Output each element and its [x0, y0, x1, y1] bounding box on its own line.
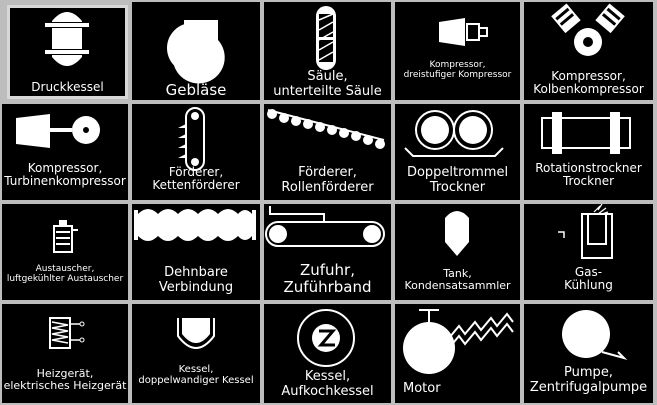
label-line1: Förderer, — [298, 165, 357, 180]
double-walled-kettle-icon — [177, 318, 215, 349]
symbol-tile-druckkessel[interactable]: Druckkessel — [7, 5, 128, 99]
label-line2: Zuführband — [283, 277, 372, 296]
label-line1: Zufuhr, — [299, 261, 355, 279]
label-line2: Turbinenkompressor — [4, 174, 126, 189]
label-line1: Tank, — [443, 267, 472, 280]
label-line1: Kessel, — [178, 364, 214, 375]
symbol-tile-rollenfoerderer[interactable]: Förderer, Rollenförderer — [264, 104, 391, 200]
label-line1: Säule, — [307, 69, 348, 84]
symbol-tile-kompressor-dreistufig[interactable]: Kompressor, dreistufiger Kompressor — [395, 2, 520, 100]
roller-conveyor-icon — [267, 109, 385, 149]
symbol-tile-tank[interactable]: Tank, Kondensatsammler — [395, 204, 520, 300]
symbol-tile-aufkochkessel[interactable]: Kessel, Aufkochkessel — [264, 304, 391, 403]
label-line1: Kompressor, — [27, 161, 103, 175]
label-line2: doppelwandiger Kessel — [138, 375, 254, 387]
label-line2: Zentrifugalpumpe — [529, 379, 648, 395]
chain-conveyor-icon — [178, 107, 205, 171]
air-cooled-exchanger-icon — [53, 220, 78, 253]
symbol-tile-zentrifugalpumpe[interactable]: Pumpe, Zentrifugalpumpe — [524, 304, 653, 403]
symbol-tile-gas-kuehlung[interactable]: Gas- Kühlung — [524, 204, 653, 300]
symbol-tile-zufuehrband[interactable]: Zufuhr, Zuführband — [264, 204, 391, 300]
label-line1: Kompressor, — [551, 69, 626, 83]
label-line2: Aufkochkessel — [281, 383, 374, 399]
label-line2: Trockner — [562, 174, 615, 189]
symbol-tile-geblaese[interactable]: Gebläse — [132, 2, 260, 100]
condensate-tank-icon — [445, 211, 469, 256]
label-line2: Kolbenkompressor — [533, 82, 644, 97]
symbol-tile-turbinenkompressor[interactable]: Kompressor, Turbinenkompressor — [2, 104, 128, 200]
centrifugal-pump-icon — [562, 310, 628, 360]
label-line1: Förderer, — [168, 165, 224, 179]
label-line2: Kettenförderer — [152, 178, 240, 193]
symbol-tile-rotationstrockner[interactable]: Rotationstrockner Trockner — [524, 104, 653, 200]
blower-icon — [167, 20, 225, 84]
label-line1: Dehnbare — [164, 265, 228, 280]
label-line1: Doppeltrommel — [406, 165, 509, 180]
three-stage-compressor-icon — [439, 18, 488, 46]
label-line2: luftgekühlter Austauscher — [6, 274, 124, 285]
symbol-tile-kolbenkompressor[interactable]: Kompressor, Kolbenkompressor — [524, 2, 653, 100]
label-line1: Gebläse — [165, 81, 227, 99]
label-line1: Druckkessel — [31, 80, 104, 94]
symbol-tile-kettenfoerderer[interactable]: Förderer, Kettenförderer — [132, 104, 260, 200]
symbol-tile-kessel-doppelwandig[interactable]: Kessel, doppelwandiger Kessel — [132, 304, 260, 403]
label-line1: Kompressor, — [429, 60, 486, 70]
pressure-vessel-icon — [43, 12, 91, 66]
piston-compressor-icon — [551, 3, 625, 56]
symbol-tile-doppeltrommel[interactable]: Doppeltrommel Trockner — [395, 104, 520, 200]
rotary-dryer-icon — [541, 112, 631, 154]
label-line1: Kessel, — [304, 369, 351, 384]
label-line1: Pumpe, — [564, 365, 613, 380]
symbol-tile-heizgeraet[interactable]: Heizgerät, elektrisches Heizgerät — [2, 304, 128, 403]
label-line1: Austauscher, — [35, 264, 95, 274]
feed-belt-icon — [265, 206, 385, 247]
gas-cooling-icon — [558, 204, 613, 259]
label-line1: Heizgerät, — [36, 367, 94, 380]
label-line1: Rotationstrockner — [535, 161, 642, 175]
label-line2: Kühlung — [564, 278, 613, 293]
label-line2: Trockner — [429, 179, 486, 195]
turbine-compressor-icon — [16, 114, 100, 148]
motor-icon — [403, 309, 514, 374]
label-line1: Motor — [403, 381, 441, 396]
symbol-tile-saeule[interactable]: Säule, unterteilte Säule — [264, 2, 391, 100]
label-line2: Rollenförderer — [281, 179, 374, 195]
label-line2: Verbindung — [158, 279, 234, 295]
label-line2: Kondensatsammler — [404, 279, 511, 293]
expansion-joint-icon — [134, 209, 256, 241]
label-line1: Gas- — [574, 265, 603, 279]
label-line2: elektrisches Heizgerät — [3, 379, 127, 393]
symbol-tile-motor[interactable]: Motor — [395, 304, 520, 403]
label-line2: unterteilte Säule — [273, 83, 382, 99]
double-drum-dryer-icon — [404, 110, 504, 157]
label-line2: dreistufiger Kompressor — [403, 70, 512, 81]
symbol-tile-austauscher[interactable]: Austauscher, luftgekühlter Austauscher — [2, 204, 128, 300]
reboiler-icon — [297, 309, 355, 367]
symbol-tile-dehnbare-verbindung[interactable]: Dehnbare Verbindung — [132, 204, 260, 300]
electric-heater-icon — [49, 317, 85, 349]
column-icon — [316, 6, 336, 70]
